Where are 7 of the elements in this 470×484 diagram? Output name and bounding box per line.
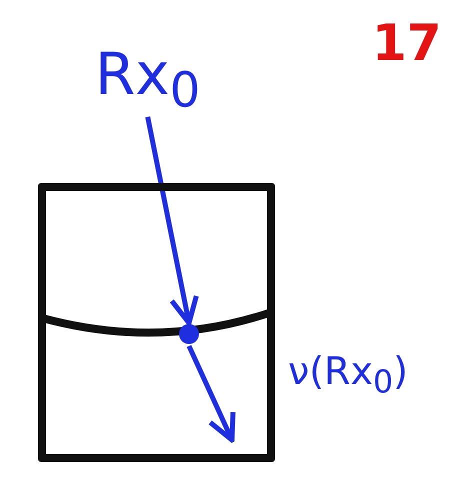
edge-label: ν(Rx$_{0}$) bbox=[288, 352, 408, 400]
arrow bbox=[186, 344, 236, 442]
box bbox=[38, 183, 275, 462]
page-number: 17 bbox=[372, 18, 442, 68]
variable-label: Rx$_{0}$ bbox=[95, 45, 200, 115]
dot bbox=[179, 324, 199, 344]
arrow bbox=[145, 116, 199, 326]
